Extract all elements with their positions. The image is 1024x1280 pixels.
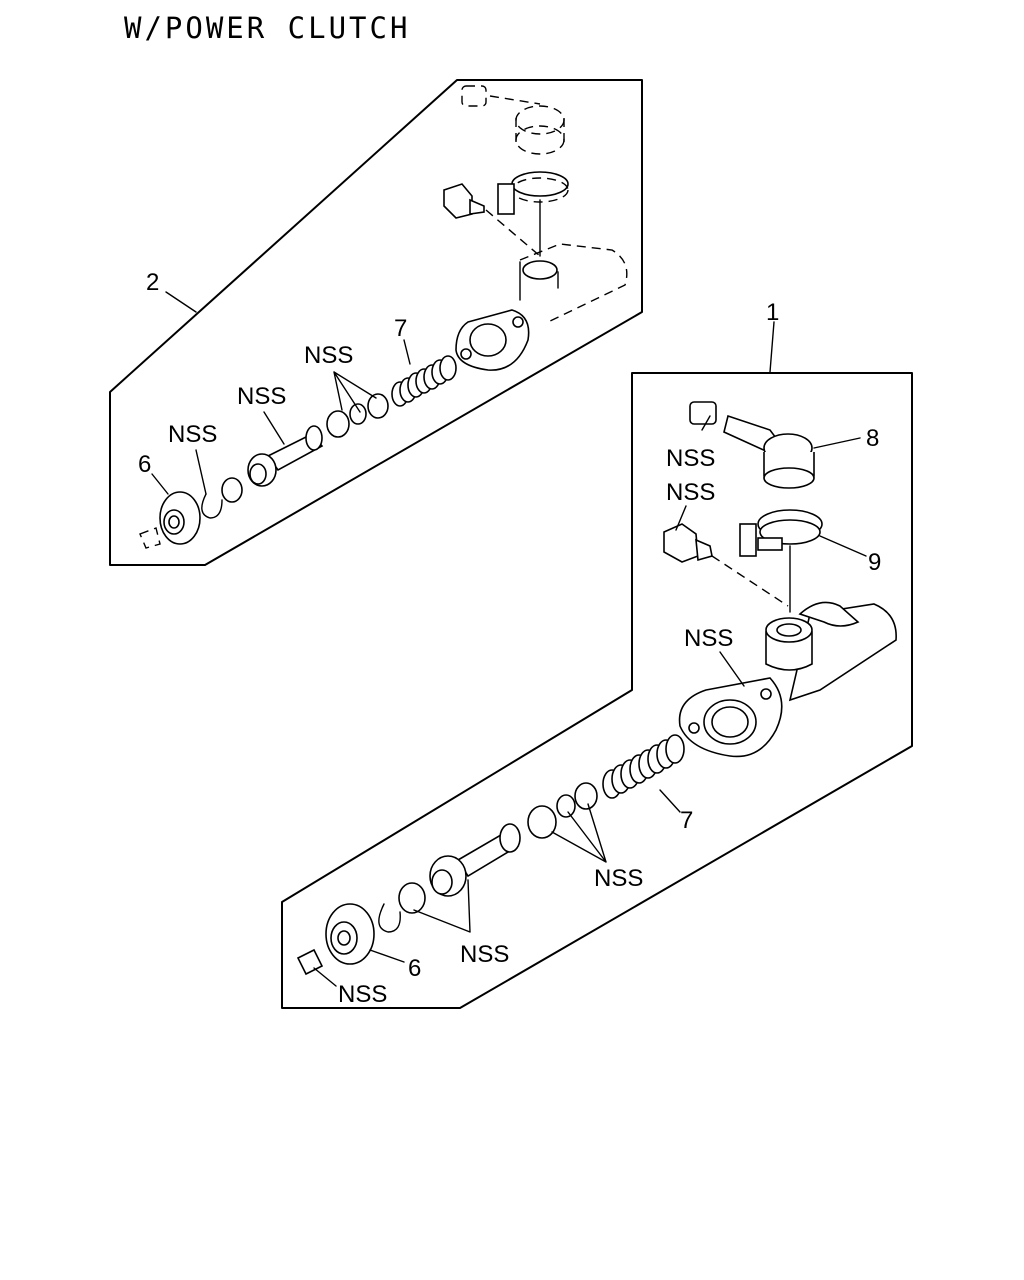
callout-assembly-1: 1 — [766, 299, 779, 326]
upper-spring — [391, 355, 457, 407]
callout-lower-hose-joint-nss: NSS — [666, 445, 715, 472]
upper-cups — [326, 393, 389, 438]
callout-lower-piston-nss: NSS — [460, 941, 509, 968]
callout-lower-boot: 6 — [408, 955, 421, 982]
lower-snap-ring — [378, 903, 401, 933]
upper-boot — [139, 491, 201, 549]
upper-cylinder-body — [455, 243, 628, 371]
assembly-2-group — [109, 79, 643, 566]
upper-snap-ring — [201, 493, 223, 519]
callout-lower-seals-nss: NSS — [594, 865, 643, 892]
assembly-1-group — [281, 321, 913, 1009]
lower-washer — [398, 882, 426, 914]
callout-upper-spring: 7 — [394, 315, 407, 342]
lower-piston — [429, 823, 521, 897]
callout-lower-body-nss: NSS — [684, 625, 733, 652]
callout-lower-clamp: 9 — [868, 549, 881, 576]
callout-upper-boot: 6 — [138, 451, 151, 478]
callout-assembly-2: 2 — [146, 269, 159, 296]
callout-upper-piston-nss: NSS — [237, 383, 286, 410]
upper-piston — [247, 425, 324, 487]
lower-hose — [689, 401, 815, 489]
callout-upper-snap-ring-nss: NSS — [168, 421, 217, 448]
upper-clamp — [497, 171, 569, 257]
upper-hose — [461, 85, 565, 155]
callout-lower-hose: 8 — [866, 425, 879, 452]
lower-bleeder-bolt — [663, 523, 789, 607]
lower-cylinder-body — [678, 601, 897, 758]
assembly-2-frame — [109, 79, 643, 566]
callout-lower-rod-nss: NSS — [338, 981, 387, 1008]
lower-spring — [602, 734, 685, 799]
callout-lower-bolt-nss: NSS — [666, 479, 715, 506]
callout-lower-spring: 7 — [680, 807, 693, 834]
lower-push-rod — [296, 948, 324, 976]
callout-upper-cups-nss: NSS — [304, 342, 353, 369]
upper-bleeder-bolt — [443, 183, 541, 257]
diagram-title: W/POWER CLUTCH — [124, 11, 410, 45]
assembly-1-frame — [281, 372, 913, 1009]
upper-washer — [221, 477, 243, 503]
lower-boot — [325, 903, 375, 965]
lower-seals — [527, 782, 598, 839]
lower-clamp — [739, 509, 823, 613]
